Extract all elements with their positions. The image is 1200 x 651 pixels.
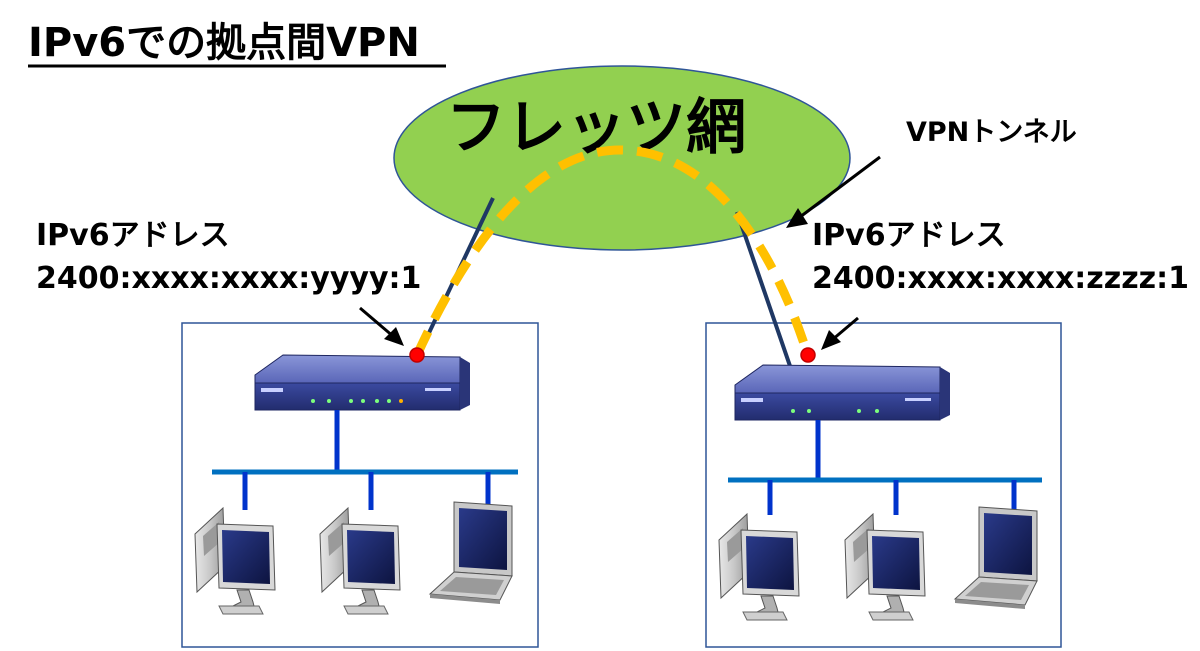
left-pc-1-icon <box>194 507 276 615</box>
page-title: IPv6での拠点間VPN <box>28 20 420 66</box>
uplink-right <box>735 211 792 367</box>
endpoint-left <box>409 347 425 363</box>
right-address-arrow-icon <box>821 330 841 350</box>
router-left <box>254 354 471 411</box>
left-pc-2-icon <box>319 507 401 615</box>
right-address-arrow-line <box>831 316 859 342</box>
right-address: 2400:xxxx:xxxx:zzzz:1 <box>812 261 1189 296</box>
vpn-tunnel-path <box>412 145 813 358</box>
tunnel-label: VPNトンネル <box>906 117 1077 148</box>
tunnel-arrow-line <box>795 155 881 222</box>
cloud-label: フレッツ網 <box>446 93 746 163</box>
left-address-arrow-icon <box>384 327 404 346</box>
endpoint-right <box>800 347 816 363</box>
site-box-right <box>705 322 1062 648</box>
left-address-heading: IPv6アドレス <box>36 218 230 253</box>
left-laptop-icon <box>429 501 513 605</box>
right-laptop-icon <box>954 506 1038 610</box>
right-pc-1-icon <box>718 513 800 621</box>
tunnel-arrow-icon <box>786 208 808 228</box>
right-address-heading: IPv6アドレス <box>812 218 1006 253</box>
router-right <box>734 364 951 421</box>
site-box-left <box>181 322 539 648</box>
left-address-arrow-line <box>359 306 395 339</box>
left-address: 2400:xxxx:xxxx:yyyy:1 <box>36 261 421 296</box>
right-pc-2-icon <box>844 513 926 621</box>
